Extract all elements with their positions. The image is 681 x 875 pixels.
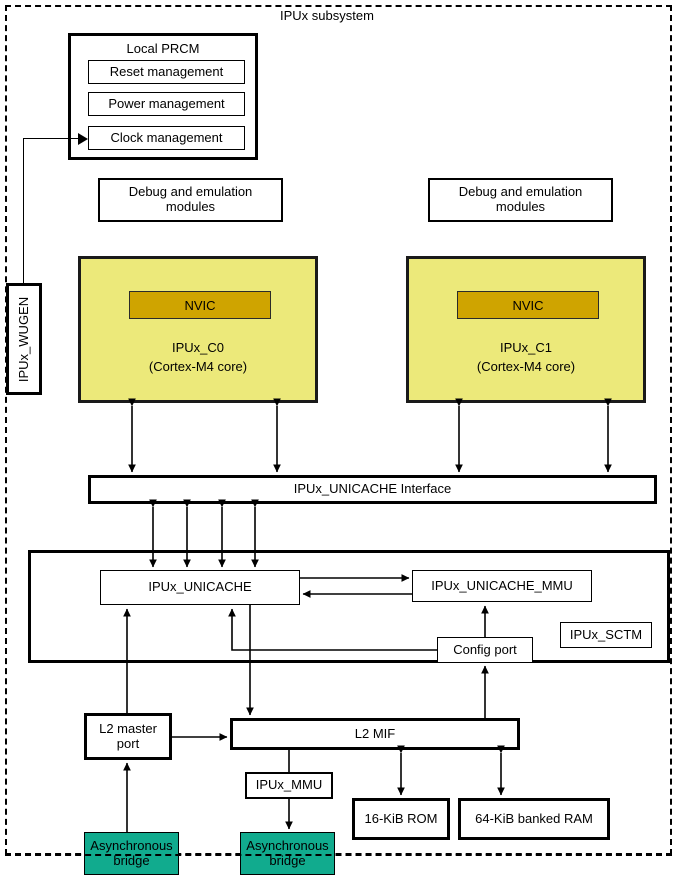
ipux-unicache-mmu-label: IPUx_UNICACHE_MMU	[431, 577, 573, 593]
l2-master-port-label: L2 master port	[99, 720, 157, 751]
l2-master-port-block: L2 master port	[84, 713, 172, 760]
ipux-sctm-name-label: IPUx_SCTM	[560, 622, 652, 648]
debug-emulation-modules-right: Debug and emulation modules	[428, 178, 613, 222]
ipux-c1-nvic-block: NVIC	[457, 291, 599, 319]
ram-block: 64-KiB banked RAM	[458, 798, 610, 840]
prcm-item-clock-management-label: Clock management	[110, 129, 223, 145]
ipux-c1-core-block: NVIC IPUx_C1 (Cortex-M4 core)	[406, 256, 646, 403]
wugen-to-prcm-arrowhead	[78, 133, 88, 145]
subsystem-bottom-dashed-edge	[5, 854, 672, 856]
ipux-c1-type: (Cortex-M4 core)	[476, 359, 576, 374]
asynchronous-bridge-right-label: Asynchronous bridge	[246, 837, 329, 868]
l2-mif-label: L2 MIF	[354, 725, 396, 741]
wugen-to-prcm-line-vertical	[23, 138, 24, 284]
ipux-wugen-label: IPUx_WUGEN	[16, 296, 32, 382]
prcm-item-reset-management-label: Reset management	[109, 63, 224, 79]
ipux-c0-core-block: NVIC IPUx_C0 (Cortex-M4 core)	[78, 256, 318, 403]
ipux-c1-name: IPUx_C1	[499, 340, 553, 355]
ipux-unicache-interface-label: IPUx_UNICACHE Interface	[293, 481, 452, 497]
rom-block: 16-KiB ROM	[352, 798, 450, 840]
prcm-item-power-management-label: Power management	[108, 95, 225, 111]
ipux-c0-name: IPUx_C0	[171, 340, 225, 355]
rom-label: 16-KiB ROM	[364, 810, 438, 826]
ipux-c0-type: (Cortex-M4 core)	[148, 359, 248, 374]
local-prcm-title: Local PRCM	[126, 41, 200, 56]
asynchronous-bridge-right: Asynchronous bridge	[240, 832, 335, 875]
ipux-unicache-label: IPUx_UNICACHE	[148, 579, 252, 595]
ipux-wugen-block: IPUx_WUGEN	[6, 283, 42, 395]
ipux-c0-nvic-block: NVIC	[129, 291, 271, 319]
ipux-unicache-mmu-block: IPUx_UNICACHE_MMU	[412, 570, 592, 602]
ipux-unicache-interface-bar: IPUx_UNICACHE Interface	[88, 475, 657, 504]
prcm-item-power-management: Power management	[88, 92, 245, 116]
ram-label: 64-KiB banked RAM	[475, 810, 593, 826]
prcm-item-reset-management: Reset management	[88, 60, 245, 84]
config-port-label: Config port	[453, 641, 517, 657]
ipux-c0-nvic-label: NVIC	[184, 297, 216, 313]
ipux-mmu-label: IPUx_MMU	[255, 777, 323, 793]
l2-mif-block: L2 MIF	[230, 718, 520, 750]
wugen-to-prcm-line-horizontal	[23, 138, 79, 139]
ipux-unicache-block: IPUx_UNICACHE	[100, 570, 300, 605]
ipux-c1-nvic-label: NVIC	[512, 297, 544, 313]
asynchronous-bridge-left-label: Asynchronous bridge	[90, 837, 173, 868]
config-port-block: Config port	[437, 637, 533, 663]
debug-emulation-modules-right-label: Debug and emulation modules	[458, 184, 583, 214]
debug-emulation-modules-left: Debug and emulation modules	[98, 178, 283, 222]
debug-emulation-modules-left-label: Debug and emulation modules	[128, 184, 253, 214]
ipux-mmu-block: IPUx_MMU	[245, 772, 333, 799]
ipux-sctm-name-text: IPUx_SCTM	[569, 626, 643, 642]
prcm-item-clock-management: Clock management	[88, 126, 245, 150]
subsystem-title: IPUx subsystem	[280, 8, 374, 23]
